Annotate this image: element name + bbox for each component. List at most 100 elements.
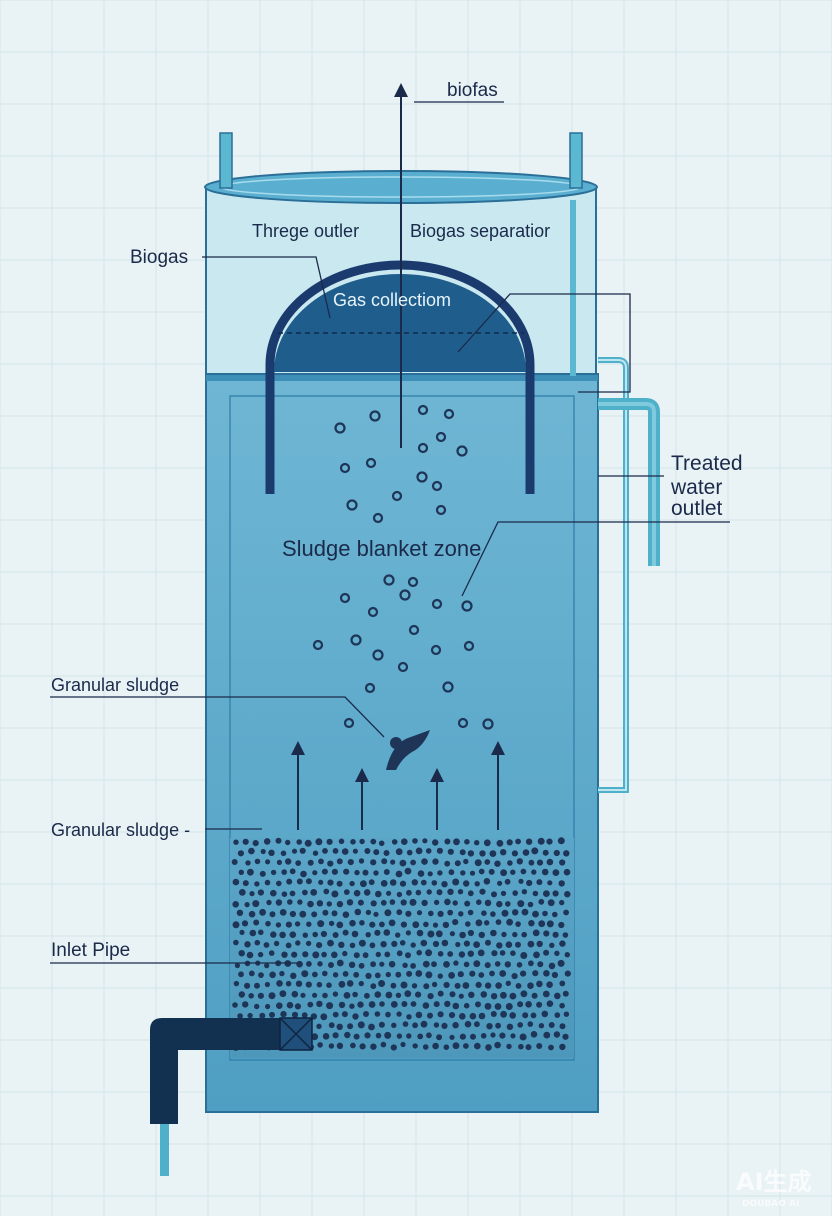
sludge-granule: [322, 1033, 330, 1040]
label-biofas: biofas: [447, 80, 498, 101]
sludge-granule: [457, 889, 464, 895]
sludge-granule: [491, 950, 498, 957]
sludge-granule: [425, 949, 433, 957]
label-biogas-separation: Biogas separatior: [410, 221, 550, 241]
sludge-granule: [296, 839, 303, 845]
sludge-granule: [444, 838, 451, 845]
sludge-granule: [442, 921, 450, 929]
sludge-granule: [530, 1031, 538, 1038]
sludge-granule: [264, 981, 270, 988]
sludge-granule: [279, 990, 287, 998]
sludge-granule: [326, 901, 332, 907]
sludge-granule: [264, 963, 270, 969]
sludge-granule: [506, 839, 513, 846]
sludge-granule: [420, 939, 428, 947]
sludge-granule: [399, 859, 407, 867]
sludge-granule: [373, 911, 379, 917]
sludge-granule: [296, 960, 303, 968]
sludge-granule: [475, 919, 483, 927]
sludge-granule: [496, 839, 504, 847]
sludge-granule: [463, 940, 470, 947]
sludge-granule: [474, 859, 482, 867]
sludge-granule: [458, 911, 464, 917]
sludge-granule: [322, 970, 328, 977]
sludge-granule: [265, 920, 271, 927]
sludge-granule: [338, 838, 345, 845]
sludge-granule: [395, 848, 403, 856]
sludge-granule: [399, 940, 406, 946]
sludge-granule: [563, 850, 570, 857]
sludge-granule: [290, 972, 297, 979]
sludge-granule: [542, 849, 549, 856]
sludge-granule: [236, 909, 244, 916]
sludge-granule: [341, 1011, 348, 1018]
sludge-granule: [301, 970, 309, 978]
sludge-granule: [432, 940, 440, 948]
sludge-granule: [386, 890, 392, 896]
gas-bubbles: [312, 404, 494, 730]
sludge-granule: [395, 932, 401, 938]
sludge-granule: [238, 889, 246, 896]
sludge-granule: [406, 849, 413, 856]
sludge-granule: [321, 868, 328, 875]
sludge-granule: [384, 1031, 392, 1039]
sludge-granule: [499, 970, 507, 977]
sludge-granule: [401, 1001, 408, 1007]
sludge-granule: [505, 941, 513, 948]
sludge-granule: [306, 961, 312, 967]
inlet-pipe: [150, 1017, 313, 1176]
sludge-granule: [363, 889, 371, 896]
sludge-granule: [475, 981, 482, 989]
sludge-granule: [527, 982, 534, 989]
sludge-granule: [448, 1012, 456, 1019]
sludge-granule: [401, 838, 408, 845]
sludge-granule: [448, 869, 455, 876]
sludge-granule: [427, 993, 434, 1000]
sludge-granule: [232, 878, 240, 886]
sludge-granule: [494, 860, 501, 867]
sludge-granule: [459, 849, 466, 856]
sludge-granule: [476, 899, 482, 905]
sludge-granule: [258, 972, 264, 978]
sludge-granule: [285, 921, 292, 928]
sludge-granule: [478, 1012, 486, 1020]
sludge-granule: [257, 992, 264, 999]
sludge-granule: [517, 1001, 524, 1008]
sludge-granule: [305, 878, 312, 885]
sludge-granule: [431, 880, 438, 886]
sludge-granule: [285, 942, 292, 949]
sludge-granule: [537, 961, 544, 968]
sludge-granule: [370, 838, 377, 845]
sludge-granule: [412, 921, 420, 929]
sludge-granule: [484, 962, 491, 969]
sludge-granule: [233, 839, 239, 845]
sludge-granule: [541, 868, 549, 876]
sludge-granule: [552, 869, 560, 876]
sludge-granule: [436, 847, 443, 854]
sludge-granule: [484, 1002, 492, 1010]
sludge-granule: [375, 1032, 382, 1039]
sludge-granule: [374, 991, 382, 998]
sludge-granule: [238, 971, 244, 978]
sludge-granule: [437, 1011, 444, 1018]
sludge-granule: [307, 900, 314, 908]
sludge-granule: [343, 992, 351, 999]
sludge-granule: [489, 970, 495, 977]
sludge-granule: [494, 961, 501, 967]
sludge-granule: [342, 929, 349, 936]
sludge-granule: [478, 972, 485, 978]
sludge-granule: [332, 1011, 339, 1018]
sludge-granule: [463, 961, 470, 968]
sludge-granule: [360, 880, 367, 888]
gas-bubble: [343, 717, 355, 729]
sludge-granule: [233, 980, 240, 987]
sludge-granule: [518, 878, 524, 884]
sludge-granule: [516, 858, 523, 865]
gas-bubble: [365, 457, 377, 469]
sludge-granule: [538, 898, 545, 905]
sludge-granule: [410, 963, 416, 969]
sludge-granule: [305, 981, 312, 988]
sludge-granule: [312, 850, 319, 856]
sludge-granule: [504, 961, 511, 968]
sludge-granule: [269, 971, 276, 979]
